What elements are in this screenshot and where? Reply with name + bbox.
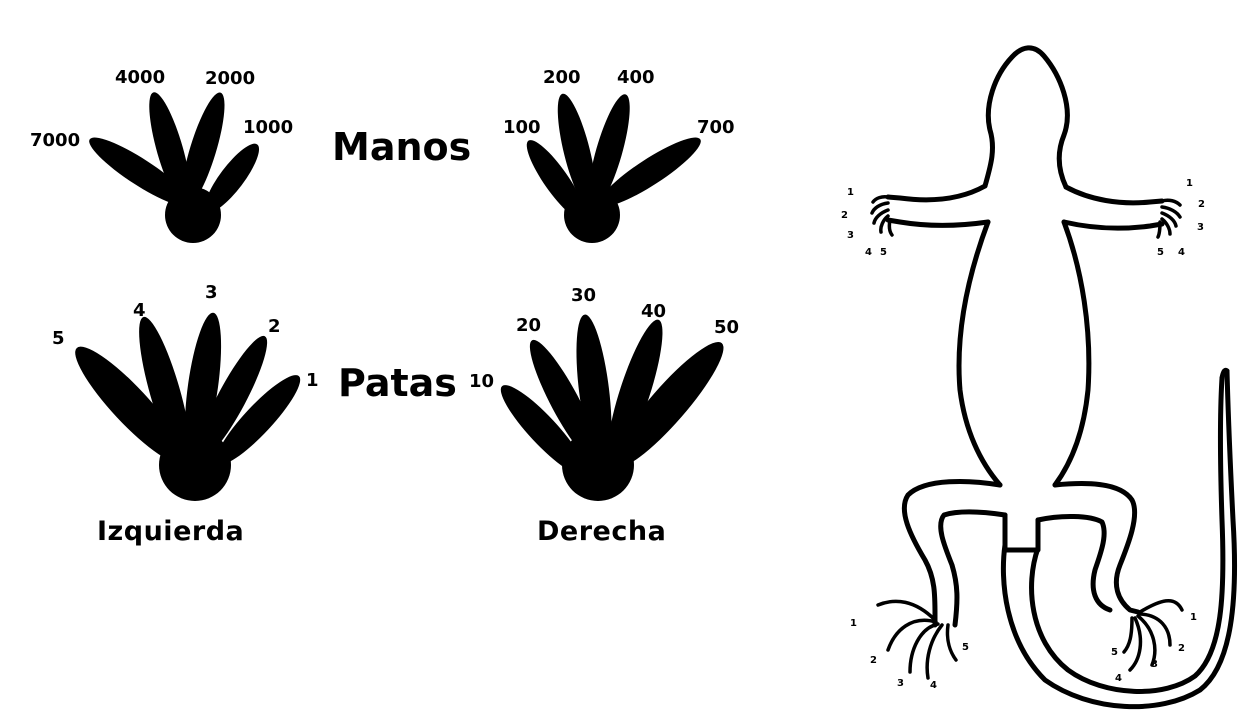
right-hand-label-4: 700 <box>697 117 735 138</box>
left-hand-icon <box>83 89 267 243</box>
right-hand-label-2: 200 <box>543 67 581 88</box>
lizard-left-leg-outer <box>904 481 1000 625</box>
lizard-lf-claw-5 <box>947 625 956 660</box>
lizard-lh-num-5: 5 <box>880 247 887 258</box>
left-foot-label-1: 5 <box>52 328 65 349</box>
lizard-lf-num-4: 4 <box>930 680 937 691</box>
left-hand-label-2: 4000 <box>115 67 165 88</box>
left-foot-icon <box>64 311 310 501</box>
right-foot-label-1: 10 <box>469 371 494 392</box>
lizard-right-arm-top <box>1066 187 1162 203</box>
left-hand-label-3: 2000 <box>205 68 255 89</box>
lizard-lh-claw-4 <box>881 216 888 232</box>
lizard-rh-claw-1 <box>1162 200 1180 205</box>
patas-title: Patas <box>338 361 457 405</box>
lizard-rh-num-3: 3 <box>1197 222 1204 233</box>
lizard-rf-num-3: 3 <box>1151 659 1158 670</box>
lizard-lf-claw-4 <box>927 625 942 678</box>
lizard-rh-claw-5 <box>1158 222 1160 237</box>
manos-title: Manos <box>332 125 471 169</box>
right-hand-icon <box>519 91 708 243</box>
lizard-right-arm-bottom <box>1064 222 1162 228</box>
lizard-rh-num-1: 1 <box>1186 178 1193 189</box>
right-foot-icon <box>492 313 736 501</box>
left-side-label: Izquierda <box>97 516 244 547</box>
lizard-head <box>985 48 1067 187</box>
lizard-lh-num-2: 2 <box>841 210 848 221</box>
left-foot-label-3: 3 <box>205 282 218 303</box>
lizard-lf-num-2: 2 <box>870 655 877 666</box>
lizard-rh-num-4: 4 <box>1178 247 1185 258</box>
lizard-lf-claw-2 <box>888 620 936 650</box>
lizard-body-left <box>959 222 1000 485</box>
lizard-lh-num-1: 1 <box>847 187 854 198</box>
lizard-rf-num-4: 4 <box>1115 673 1122 684</box>
lizard-right-leg-inner <box>1038 516 1110 610</box>
left-foot-label-2: 4 <box>133 300 146 321</box>
lizard-pelvis <box>1005 515 1038 550</box>
lizard-rh-claw-4 <box>1162 219 1170 234</box>
lizard-left-arm-bottom <box>888 220 988 225</box>
right-side-label: Derecha <box>537 516 666 547</box>
lizard-lh-claw-1 <box>873 197 888 202</box>
lizard-lf-num-5: 5 <box>962 642 969 653</box>
right-hand-label-1: 100 <box>503 117 541 138</box>
right-foot-label-2: 20 <box>516 315 541 336</box>
lizard-lh-num-4: 4 <box>865 247 872 258</box>
left-foot-label-5: 1 <box>306 370 319 391</box>
lizard-rf-claw-5 <box>1124 618 1132 652</box>
left-foot-label-4: 2 <box>268 316 281 337</box>
lizard-lf-num-1: 1 <box>850 618 857 629</box>
lizard-claws-icon <box>872 197 1182 678</box>
lizard-left-leg-inner <box>941 512 1005 625</box>
lizard-rf-num-1: 1 <box>1190 612 1197 623</box>
lizard-rh-num-5: 5 <box>1157 247 1164 258</box>
left-hand-label-4: 1000 <box>243 117 293 138</box>
right-foot-label-4: 40 <box>641 301 666 322</box>
lizard-body-right <box>1055 222 1089 485</box>
lizard-rf-num-5: 5 <box>1111 647 1118 658</box>
lizard-lf-claw-3 <box>910 624 938 672</box>
lizard-left-arm-top <box>888 186 985 200</box>
right-foot-label-5: 50 <box>714 317 739 338</box>
left-hand-label-1: 7000 <box>30 130 80 151</box>
lizard-lf-claw-1 <box>878 601 935 620</box>
right-foot-label-3: 30 <box>571 285 596 306</box>
lizard-lh-num-3: 3 <box>847 230 854 241</box>
lizard-rf-num-2: 2 <box>1178 643 1185 654</box>
lizard-rf-claw-1 <box>1140 601 1182 612</box>
right-hand-label-3: 400 <box>617 67 655 88</box>
lizard-rh-num-2: 2 <box>1198 199 1205 210</box>
lizard-lf-num-3: 3 <box>897 678 904 689</box>
